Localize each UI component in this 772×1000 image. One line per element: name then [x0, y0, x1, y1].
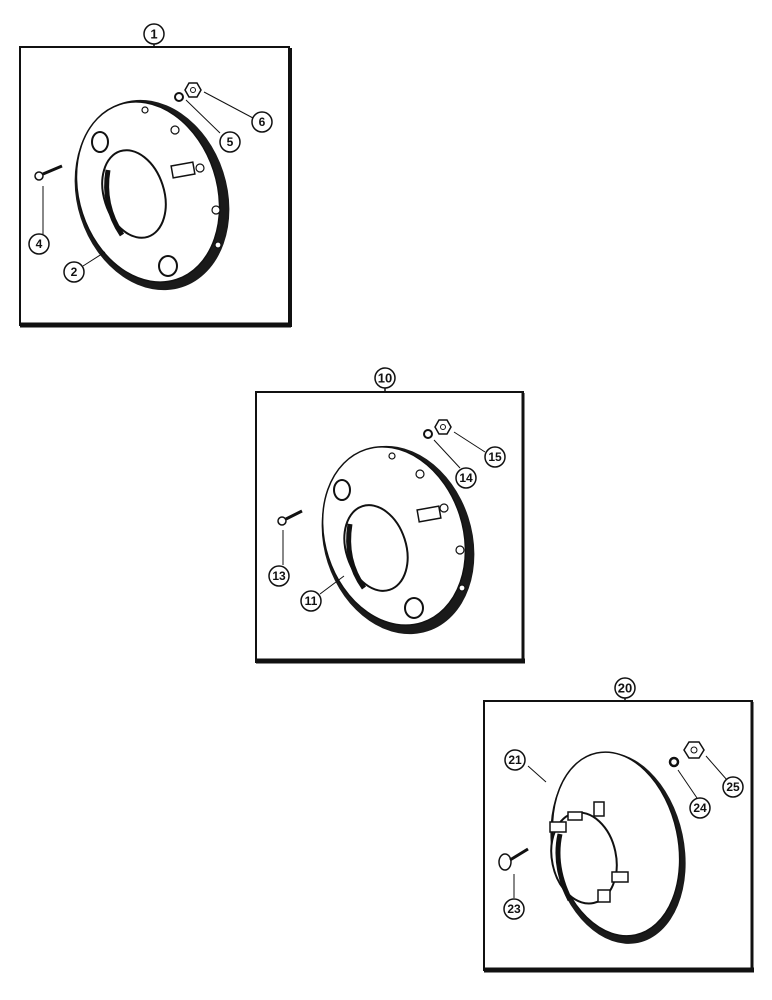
panel-20: 20	[483, 677, 754, 973]
callout-25: 25	[722, 776, 744, 798]
nut-6	[184, 82, 202, 98]
callout-label: 13	[272, 569, 286, 583]
callout-2: 2	[63, 261, 85, 283]
callout-24: 24	[689, 797, 711, 819]
callout-label: 6	[259, 115, 266, 129]
wheel-weight-11	[321, 445, 475, 635]
callout-label: 15	[488, 450, 502, 464]
callout-label: 21	[508, 753, 522, 767]
callout-label: 2	[71, 265, 78, 279]
callout-11: 11	[300, 590, 322, 612]
panel-10: 10	[255, 367, 525, 664]
lock-washer-14	[423, 429, 433, 439]
callout-label: 11	[305, 594, 318, 608]
bolt-13	[277, 509, 303, 526]
callout-label: 24	[693, 801, 707, 815]
callout-label: 4	[36, 237, 43, 251]
bolt-4	[34, 164, 63, 181]
carriage-bolt-23	[498, 847, 529, 871]
panel-number: 1	[150, 27, 157, 42]
callout-label: 5	[227, 135, 234, 149]
panel-label: 10	[374, 367, 396, 392]
callout-4: 4	[28, 233, 50, 255]
callout-14: 14	[455, 467, 477, 489]
callout-label: 25	[726, 780, 740, 794]
panel-label: 1	[143, 23, 165, 48]
callout-21: 21	[504, 749, 526, 771]
callout-6: 6	[251, 111, 273, 133]
callout-label: 14	[459, 471, 473, 485]
lock-washer-24	[668, 756, 680, 768]
wheel-weight-21	[549, 751, 686, 944]
lock-washer-5	[174, 92, 184, 102]
wheel-weight-2	[74, 99, 230, 291]
callout-23: 23	[503, 898, 525, 920]
nut-25	[683, 741, 705, 759]
callout-13: 13	[268, 565, 290, 587]
panel-label: 20	[614, 677, 636, 701]
callout-5: 5	[219, 131, 241, 153]
panel-number: 10	[378, 371, 392, 386]
callout-15: 15	[484, 446, 506, 468]
nut-15	[434, 419, 452, 435]
panel-1: 1	[19, 23, 292, 328]
panel-number: 20	[618, 681, 632, 696]
callout-label: 23	[507, 902, 521, 916]
